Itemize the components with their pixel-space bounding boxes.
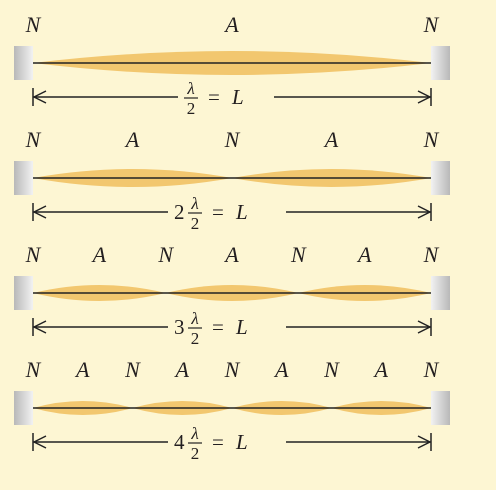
node-label: N: [25, 12, 42, 37]
antinode-label: A: [174, 357, 190, 382]
equation-length: L: [235, 200, 248, 224]
antinode-label: A: [373, 357, 389, 382]
arrowhead-left: [33, 435, 47, 449]
arrowhead-right: [417, 205, 431, 219]
left-wall: [14, 276, 33, 310]
arrowhead-left: [33, 320, 47, 334]
antinode-label: A: [356, 242, 372, 267]
antinode-label: A: [323, 127, 339, 152]
node-label: N: [25, 357, 42, 382]
node-label: N: [25, 127, 42, 152]
node-label: N: [124, 357, 141, 382]
node-label: N: [224, 127, 241, 152]
arrowhead-right: [417, 90, 431, 104]
equation-denominator: 2: [187, 99, 196, 118]
left-wall: [14, 161, 33, 195]
equation-equals: =: [212, 315, 224, 339]
antinode-label: A: [223, 242, 239, 267]
node-label: N: [157, 242, 174, 267]
node-label: N: [290, 242, 307, 267]
equation-equals: =: [208, 85, 220, 109]
arrowhead-left: [33, 205, 47, 219]
equation-numerator: λ: [190, 424, 198, 443]
equation-equals: =: [212, 200, 224, 224]
node-label: N: [423, 357, 440, 382]
antinode-label: A: [91, 242, 107, 267]
equation-numerator: λ: [186, 79, 194, 98]
node-label: N: [25, 242, 42, 267]
equation-length: L: [231, 85, 244, 109]
equation-length: L: [235, 315, 248, 339]
right-wall: [431, 46, 450, 80]
arrowhead-left: [33, 90, 47, 104]
harmonic-row-1: N A Nλ2 = L: [14, 12, 450, 118]
equation-coefficient: 3: [174, 315, 185, 339]
node-label: N: [423, 12, 440, 37]
right-wall: [431, 161, 450, 195]
arrowhead-right: [417, 320, 431, 334]
node-label: N: [224, 357, 241, 382]
right-wall: [431, 276, 450, 310]
equation-numerator: λ: [190, 194, 198, 213]
antinode-label: A: [223, 12, 239, 37]
equation-numerator: λ: [190, 309, 198, 328]
left-wall: [14, 391, 33, 425]
antinode-label: A: [74, 357, 90, 382]
equation-coefficient: 4: [174, 430, 185, 454]
left-wall: [14, 46, 33, 80]
equation-coefficient: 2: [174, 200, 185, 224]
right-wall: [431, 391, 450, 425]
equation-equals: =: [212, 430, 224, 454]
equation-denominator: 2: [191, 214, 200, 233]
node-label: N: [423, 242, 440, 267]
antinode-label: A: [124, 127, 140, 152]
antinode-label: A: [273, 357, 289, 382]
node-label: N: [423, 127, 440, 152]
equation-length: L: [235, 430, 248, 454]
equation-denominator: 2: [191, 444, 200, 463]
arrowhead-right: [417, 435, 431, 449]
node-label: N: [323, 357, 340, 382]
equation-denominator: 2: [191, 329, 200, 348]
